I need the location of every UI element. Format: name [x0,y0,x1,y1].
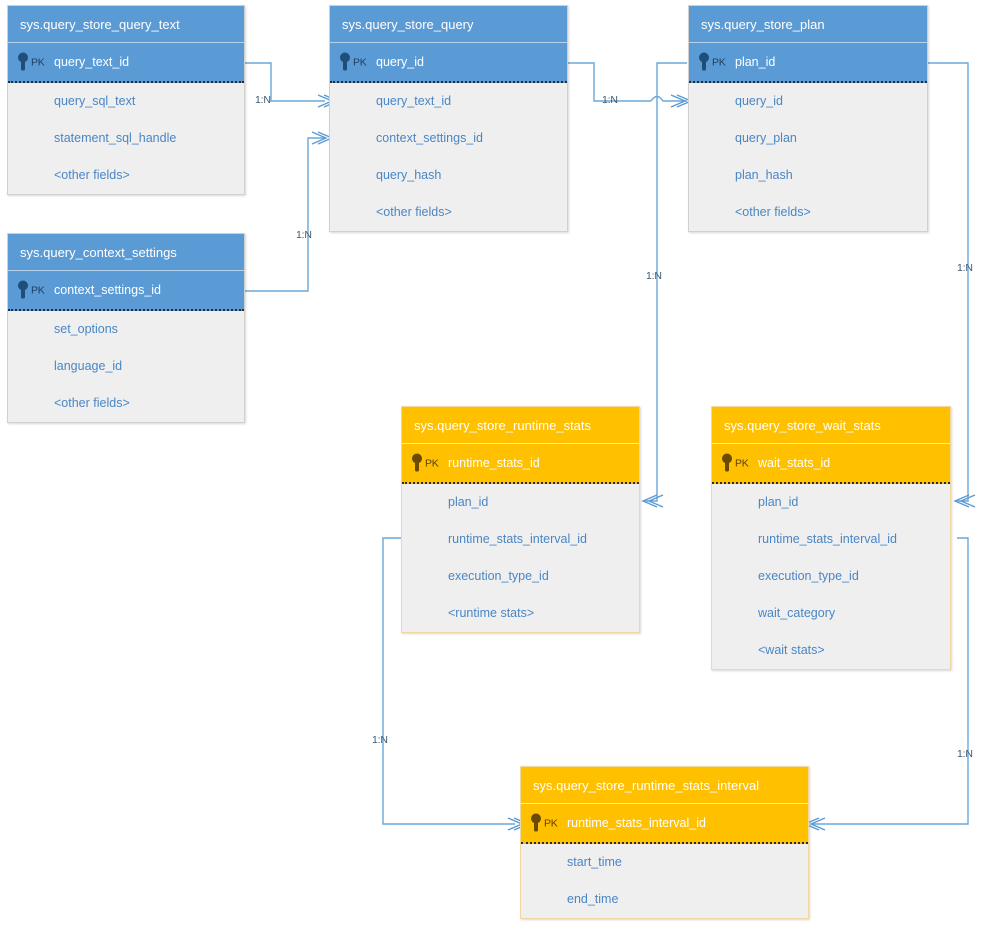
entity-fields: set_options language_id <other fields> [8,311,244,422]
entity-query-store-query-text[interactable]: sys.query_store_query_text PK query_text… [7,5,245,195]
entity-title: sys.query_store_query [330,6,567,43]
pk-row[interactable]: PK query_id [330,43,567,83]
pk-field-name: plan_id [735,55,776,69]
key-icon: PK [339,52,367,72]
pk-badge: PK [31,284,45,296]
key-icon: PK [17,280,45,300]
cardinality-label-interval-wait: 1:N [957,748,973,760]
pk-badge: PK [712,56,726,68]
key-icon: PK [721,453,749,473]
pk-field-name: runtime_stats_id [448,456,540,470]
pk-row[interactable]: PK plan_id [689,43,927,83]
field-row: <other fields> [54,396,130,410]
field-row: execution_type_id [758,569,859,583]
entity-query-context-settings[interactable]: sys.query_context_settings PK context_se… [7,233,245,423]
key-icon: PK [530,813,558,833]
cardinality-label-plan-runtime: 1:N [646,270,662,282]
field-row: <wait stats> [758,643,825,657]
entity-title: sys.query_store_runtime_stats [402,407,639,444]
field-row: end_time [567,892,619,906]
field-row: runtime_stats_interval_id [448,532,587,546]
pk-badge: PK [544,817,558,829]
entity-query-store-runtime-stats[interactable]: sys.query_store_runtime_stats PK runtime… [401,406,640,633]
relationship-plan-runtime [641,62,687,508]
entity-fields: plan_id runtime_stats_interval_id execut… [402,484,639,632]
field-row: plan_id [448,495,489,509]
key-icon: PK [411,453,439,473]
relationship-query-plan [568,62,693,108]
entity-fields: query_text_id context_settings_id query_… [330,83,567,231]
field-row: <other fields> [376,205,452,219]
entity-query-store-plan[interactable]: sys.query_store_plan PK plan_id query_id… [688,5,928,232]
entity-title: sys.query_store_query_text [8,6,244,43]
cardinality-label-query-plan: 1:N [602,94,618,106]
entity-title: sys.query_store_runtime_stats_interval [521,767,808,804]
pk-field-name: wait_stats_id [758,456,831,470]
relationship-context-query [245,131,334,292]
field-row: query_id [735,94,783,108]
field-row: context_settings_id [376,131,484,145]
pk-field-name: context_settings_id [54,283,162,297]
entity-fields: query_sql_text statement_sql_handle <oth… [8,83,244,194]
field-row: plan_hash [735,168,793,182]
field-row: query_sql_text [54,94,136,108]
entity-title: sys.query_context_settings [8,234,244,271]
entity-fields: query_id query_plan plan_hash <other fie… [689,83,927,231]
entity-fields: start_time end_time [521,844,808,918]
cardinality-label-plan-wait: 1:N [957,262,973,274]
pk-field-name: query_text_id [54,55,130,69]
pk-row[interactable]: PK query_text_id [8,43,244,83]
field-row: start_time [567,855,622,869]
field-row: <runtime stats> [448,606,535,620]
cardinality-label-interval-runtime: 1:N [372,734,388,746]
field-row: execution_type_id [448,569,549,583]
entity-fields: plan_id runtime_stats_interval_id execut… [712,484,950,669]
field-row: query_hash [376,168,442,182]
field-row: statement_sql_handle [54,131,177,145]
pk-row[interactable]: PK runtime_stats_id [402,444,639,484]
pk-badge: PK [31,56,45,68]
field-row: language_id [54,359,123,373]
key-icon: PK [17,52,45,72]
entity-query-store-wait-stats[interactable]: sys.query_store_wait_stats PK wait_stats… [711,406,951,670]
pk-field-name: query_id [376,55,424,69]
pk-row[interactable]: PK context_settings_id [8,271,244,311]
pk-field-name: runtime_stats_interval_id [567,816,706,830]
field-row: set_options [54,322,118,336]
field-row: query_text_id [376,94,452,108]
entity-title: sys.query_store_plan [689,6,927,43]
pk-badge: PK [353,56,367,68]
field-row: plan_id [758,495,799,509]
field-row: query_plan [735,131,797,145]
cardinality-label-context-query: 1:N [296,229,312,241]
entity-query-store-query[interactable]: sys.query_store_query PK query_id query_… [329,5,568,232]
pk-row[interactable]: PK wait_stats_id [712,444,950,484]
entity-title: sys.query_store_wait_stats [712,407,950,444]
field-row: <other fields> [54,168,130,182]
field-row: wait_category [758,606,836,620]
pk-badge: PK [425,457,439,469]
entity-query-store-runtime-stats-interval[interactable]: sys.query_store_runtime_stats_interval P… [520,766,809,919]
cardinality-label-text-query: 1:N [255,94,271,106]
pk-row[interactable]: PK runtime_stats_interval_id [521,804,808,844]
field-row: <other fields> [735,205,811,219]
field-row: runtime_stats_interval_id [758,532,897,546]
key-icon: PK [698,52,726,72]
pk-badge: PK [735,457,749,469]
